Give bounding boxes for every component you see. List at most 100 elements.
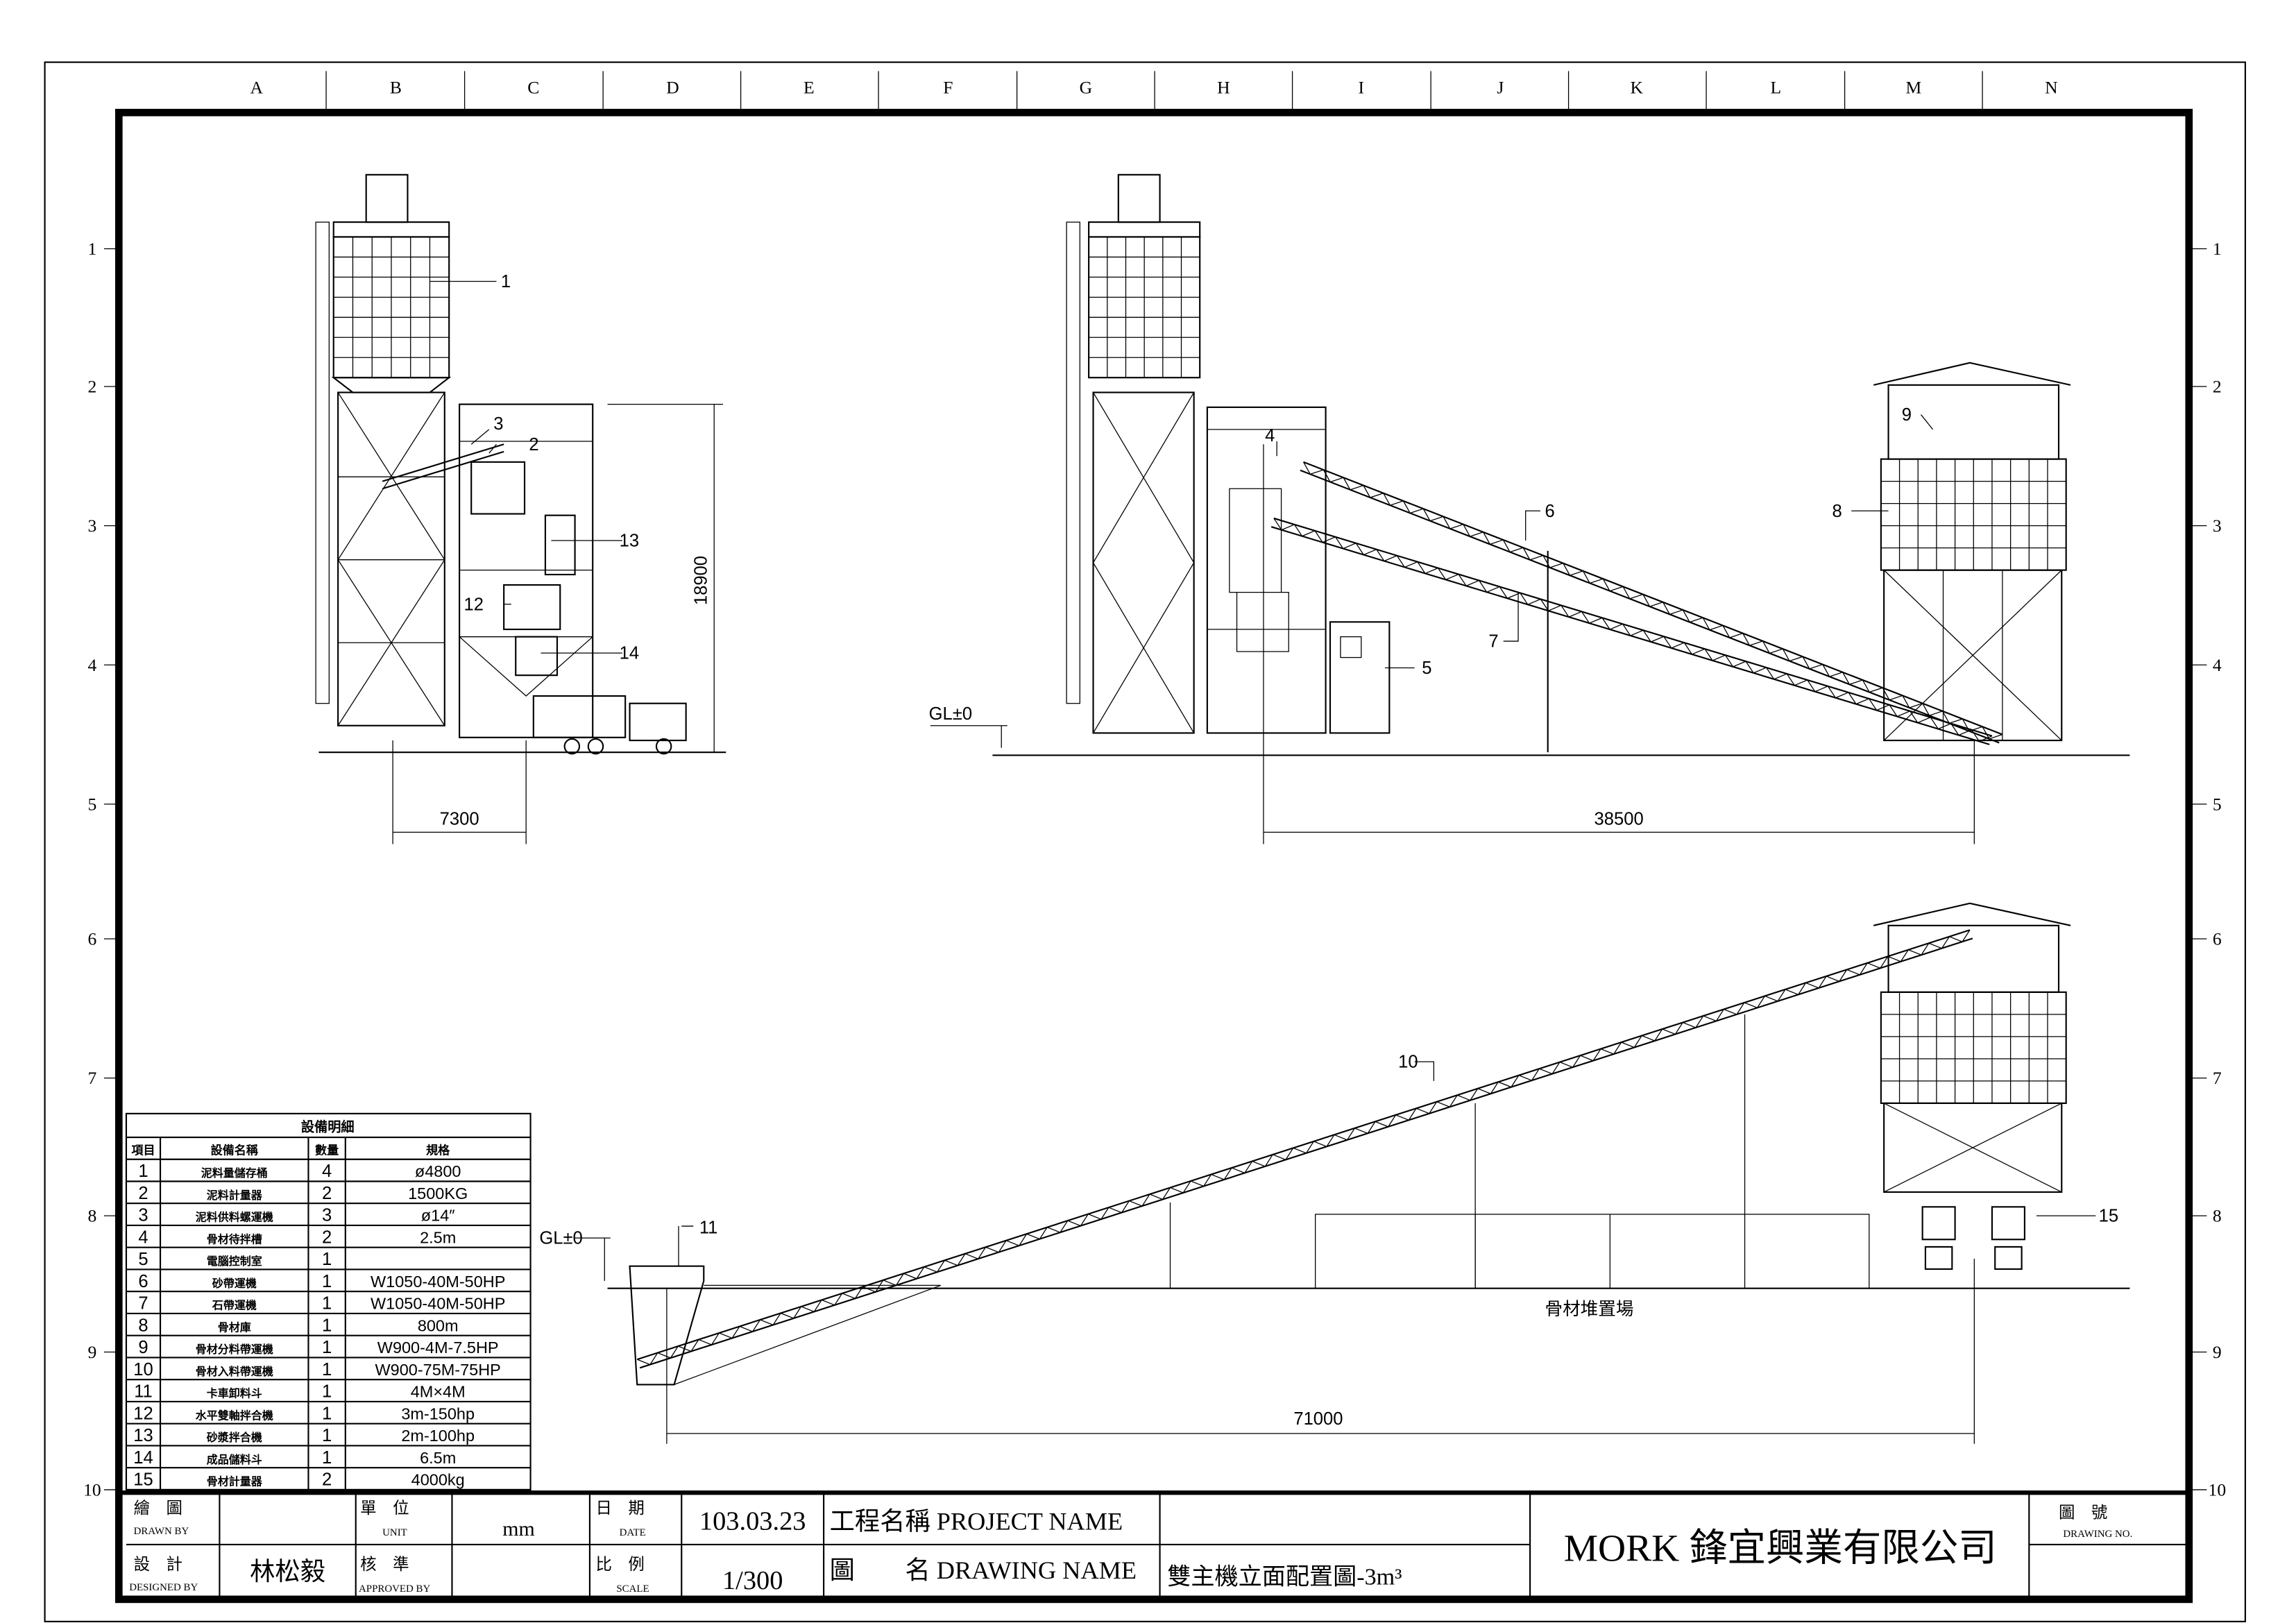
designed-by-en: DESIGNED BY xyxy=(129,1582,198,1593)
table-header-cell: 設備名稱 xyxy=(211,1143,258,1157)
item-spec: 2.5m xyxy=(420,1228,456,1246)
aggregate-yard-wall xyxy=(1315,1214,1870,1289)
callout-4: 4 xyxy=(1265,426,1275,445)
drawing-name-value: 雙主機立面配置圖-3m³ xyxy=(1167,1564,1402,1590)
item-no: 15 xyxy=(133,1470,153,1490)
dim-height-line xyxy=(607,403,724,753)
item-qty: 1 xyxy=(322,1382,332,1402)
grid-row-left-2: 2 xyxy=(87,377,96,397)
callout-5: 5 xyxy=(1422,658,1431,678)
grid-row-right-9: 9 xyxy=(2213,1342,2222,1362)
dim-span-71000: 71000 xyxy=(1293,1409,1343,1429)
grid-column-B: B xyxy=(390,77,402,97)
scale-value: 1/300 xyxy=(722,1566,783,1595)
gl-label-lower: GL±0 xyxy=(539,1229,582,1248)
callout-10: 10 xyxy=(1398,1053,1418,1072)
dim-width-7300: 7300 xyxy=(440,810,479,829)
grid-column-F: F xyxy=(943,77,953,97)
callout-3: 3 xyxy=(493,414,503,434)
item-qty: 1 xyxy=(322,1294,332,1314)
silo-support xyxy=(337,391,445,726)
grid-row-right-4: 4 xyxy=(2213,655,2222,675)
cement-scale xyxy=(470,461,526,515)
ladder xyxy=(315,221,330,704)
item-qty: 3 xyxy=(322,1206,332,1225)
callout-7: 7 xyxy=(1488,632,1498,652)
item-no: 1 xyxy=(138,1162,148,1181)
grid-row-left-7: 7 xyxy=(87,1068,96,1088)
item-spec: ø4800 xyxy=(415,1162,461,1180)
grid-column-J: J xyxy=(1497,77,1504,97)
grid-column-K: K xyxy=(1631,77,1644,97)
stone-belt-conveyor xyxy=(1270,517,1993,745)
item-qty: 1 xyxy=(322,1338,332,1357)
grid-row-right-1: 1 xyxy=(2213,239,2222,259)
item-name: 泥料計量器 xyxy=(207,1189,263,1202)
grid-column-E: E xyxy=(803,77,815,97)
item-no: 14 xyxy=(133,1448,153,1468)
item-spec: W1050-40M-50HP xyxy=(371,1273,505,1291)
item-qty: 4 xyxy=(322,1162,332,1181)
callout-9: 9 xyxy=(1902,405,1912,425)
project-name-label: 工程名稱 PROJECT NAME xyxy=(830,1508,1123,1536)
grid-row-left-5: 5 xyxy=(87,794,96,814)
item-qty: 1 xyxy=(322,1316,332,1335)
item-name: 砂帶運機 xyxy=(212,1277,257,1290)
unit-en: UNIT xyxy=(382,1527,407,1538)
item-no: 7 xyxy=(138,1294,148,1314)
item-spec: 1500KG xyxy=(408,1184,468,1203)
designed-by-label: 設 計 xyxy=(134,1555,182,1574)
dim-height-18900: 18900 xyxy=(692,556,711,605)
item-no: 11 xyxy=(134,1382,153,1402)
grid-column-N: N xyxy=(2045,77,2057,97)
item-name: 石帶運機 xyxy=(212,1299,257,1312)
item-name: 泥料量儲存桶 xyxy=(201,1166,268,1180)
grid-column-L: L xyxy=(1771,77,1782,97)
screw-conveyor xyxy=(382,450,504,490)
callout-8: 8 xyxy=(1832,502,1842,521)
yard-label: 骨材堆置場 xyxy=(1545,1299,1633,1319)
item-qty: 2 xyxy=(322,1184,332,1203)
item-qty: 2 xyxy=(322,1227,332,1247)
table-header-cell: 規格 xyxy=(426,1143,450,1157)
side-elevation: 7300 18900 1 2 3 12 13 14 xyxy=(315,173,726,844)
item-no: 8 xyxy=(138,1316,148,1335)
item-name: 砂漿拌合機 xyxy=(207,1431,262,1444)
dim-width-line xyxy=(392,740,527,844)
truss-web xyxy=(1303,461,2003,740)
unit-value: mm xyxy=(502,1518,534,1540)
item-name: 骨材分料帶運機 xyxy=(196,1343,273,1356)
aggregate-feed-elevation: 骨材堆置場 GL±0 71000 10 11 15 xyxy=(539,902,2130,1444)
grid-row-left-9: 9 xyxy=(87,1342,96,1362)
bin-roof xyxy=(1873,362,2071,386)
grid-row-right-5: 5 xyxy=(2213,794,2222,814)
item-name: 卡車卸料斗 xyxy=(207,1387,262,1400)
item-name: 骨材庫 xyxy=(218,1320,251,1334)
drawing-no-en: DRAWING NO. xyxy=(2063,1529,2132,1540)
table-title: 設備明細 xyxy=(301,1119,355,1135)
title-block: 繪 圖 DRAWN BY 單 位 UNIT mm 日 期 DATE 103.03… xyxy=(119,1490,2189,1599)
item-spec: 6.5m xyxy=(420,1449,456,1467)
grid-row-right-7: 7 xyxy=(2213,1068,2222,1088)
table-header-cell: 數量 xyxy=(315,1143,339,1157)
grid-row-left-1: 1 xyxy=(87,239,96,259)
grid-row-left-8: 8 xyxy=(87,1206,96,1226)
item-qty: 1 xyxy=(322,1426,332,1445)
grid-row-right-10: 10 xyxy=(2209,1479,2227,1499)
item-no: 9 xyxy=(138,1338,148,1357)
unit-label: 單 位 xyxy=(360,1499,409,1518)
gl-label: GL±0 xyxy=(929,704,972,724)
grid-row-left-10: 10 xyxy=(83,1479,101,1499)
grid-row-left-3: 3 xyxy=(87,516,96,536)
grid-row-right-8: 8 xyxy=(2213,1206,2222,1226)
